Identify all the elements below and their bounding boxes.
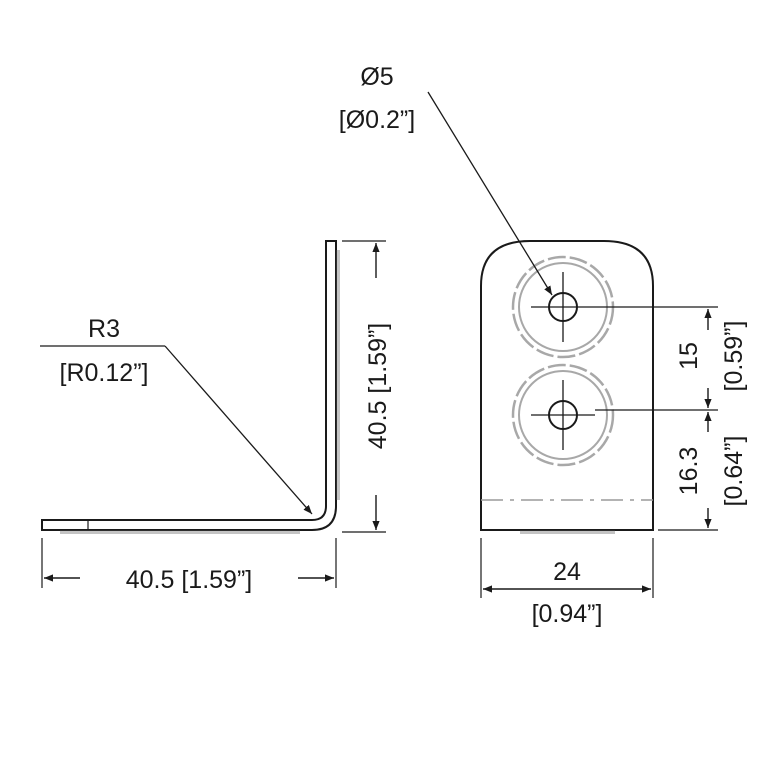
bend-radius-metric: R3 <box>88 315 120 343</box>
hole-spacing-imperial: [0.59”] <box>720 321 748 392</box>
front-view: Ø5 [Ø0.2”] 15 [0.59”] 16.3 [0.64”] 24 [0… <box>339 63 748 628</box>
edge-to-hole-metric: 16.3 <box>675 447 703 496</box>
side-view: 40.5 [1.59”] 40.5 [1.59”] R3 [R0.12”] <box>40 240 392 594</box>
edge-to-hole-imperial: [0.64”] <box>720 436 748 507</box>
side-width-label: 40.5 [1.59”] <box>126 566 252 594</box>
lower-washer-outer <box>511 363 615 467</box>
bracket-profile <box>41 240 337 531</box>
plate-outline <box>480 240 654 531</box>
hole-spacing-metric: 15 <box>675 342 703 370</box>
lower-hole <box>511 363 615 467</box>
washer-side <box>336 250 340 500</box>
hole-diameter-metric: Ø5 <box>360 63 393 91</box>
hole-diameter-leader <box>427 91 553 296</box>
plate-bottom-shadow <box>520 530 615 534</box>
front-width-metric: 24 <box>553 558 581 586</box>
lower-washer-inner <box>518 370 608 460</box>
hole-diameter-imperial: [Ø0.2”] <box>339 106 415 134</box>
bend-radius-imperial: [R0.12”] <box>60 359 149 387</box>
front-width-imperial: [0.94”] <box>532 600 603 628</box>
side-height-label: 40.5 [1.59”] <box>364 323 392 449</box>
washer-bottom <box>60 530 300 534</box>
bend-radius-arrow <box>164 345 313 515</box>
